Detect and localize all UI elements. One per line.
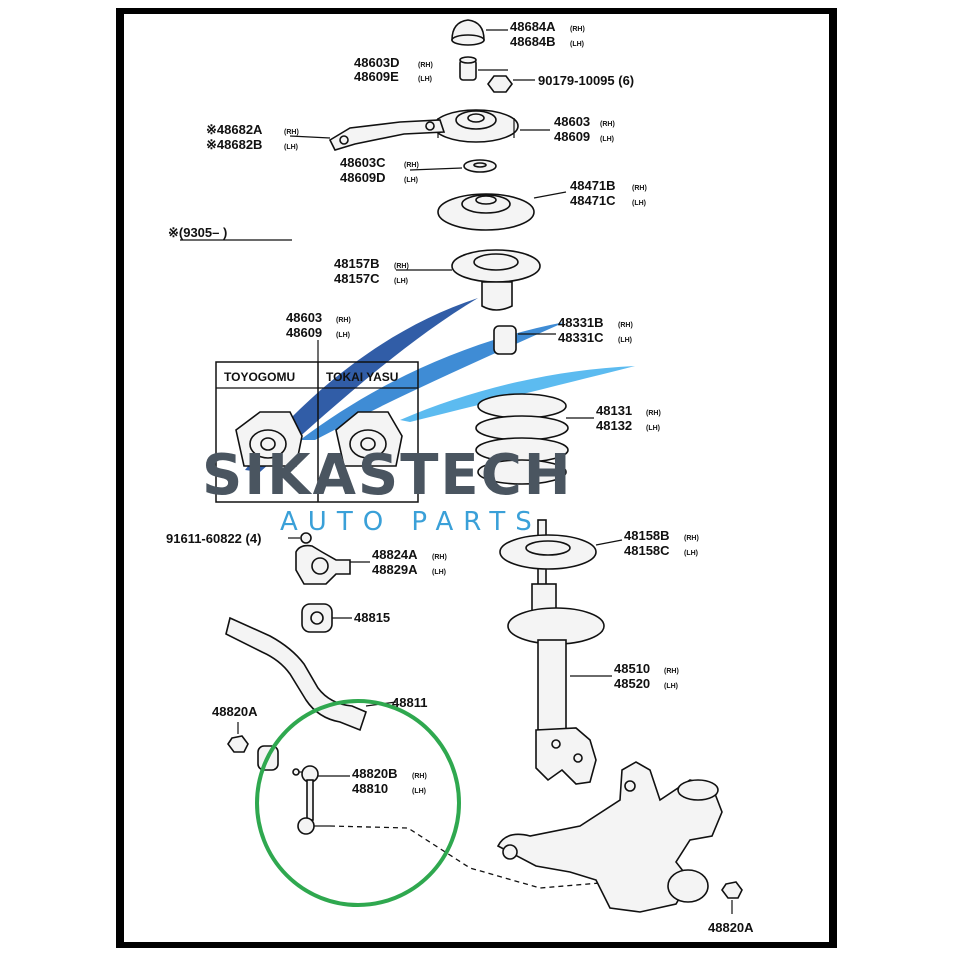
stabilizer-link-48820b: [292, 765, 330, 835]
label-48603-left-sfx: (RH): [336, 317, 351, 324]
steering-knuckle: [496, 761, 723, 913]
label-48520-sfx: (LH): [664, 683, 678, 690]
label-48157c-sfx: (LH): [394, 278, 408, 285]
label-48603-left: 48603: [286, 310, 322, 325]
label-48471b-sfx: (RH): [632, 185, 647, 192]
swoosh-dark: [245, 298, 478, 472]
label-91611: 91611-60822 (4): [166, 531, 261, 546]
label-48820b-sfx: (RH): [412, 773, 427, 780]
highlight-circle: [255, 699, 461, 907]
label-48471c-sfx: (LH): [632, 200, 646, 207]
label-48331c-sfx: (LH): [618, 337, 632, 344]
watermark-tagline: AUTO PARTS: [280, 507, 542, 537]
label-48131-sfx: (RH): [646, 410, 661, 417]
label-48603c-sfx: (RH): [404, 162, 419, 169]
upper-seat-48158: [499, 534, 597, 570]
label-48603d-sfx: (RH): [418, 62, 433, 69]
label-48520: 48520: [614, 676, 650, 691]
label-48609: 48609: [554, 129, 590, 144]
label-48603: 48603: [554, 114, 590, 129]
watermark-logo: SIKASTECH AUTO PARTS: [202, 443, 573, 537]
label-48157b-sfx: (RH): [394, 263, 409, 270]
label-toyogomu: TOYOGOMU: [224, 370, 295, 384]
mount-comparison-box: [215, 361, 419, 503]
washer-48603c: [463, 159, 497, 173]
upper-mount-48603: [433, 109, 519, 143]
watermark-brand: SIKASTECH: [202, 443, 573, 508]
label-48609e-sfx: (LH): [418, 76, 432, 83]
nut-48603d: [459, 56, 477, 81]
label-48815: 48815: [354, 610, 390, 625]
label-48603-sfx: (RH): [600, 121, 615, 128]
label-48810-sfx: (LH): [412, 788, 426, 795]
label-48682b: ※48682B: [206, 137, 262, 152]
nut-90179: [487, 75, 513, 93]
label-48131: 48131: [596, 403, 632, 418]
label-48684a-sfx: (RH): [570, 26, 585, 33]
label-48132: 48132: [596, 418, 632, 433]
label-48829a-sfx: (LH): [432, 569, 446, 576]
label-48609-sfx: (LH): [600, 136, 614, 143]
label-48682b-sfx: (LH): [284, 144, 298, 151]
label-48820b: 48820B: [352, 766, 398, 781]
label-48609d-sfx: (LH): [404, 177, 418, 184]
label-48820a-left: 48820A: [212, 704, 258, 719]
bolt-91611: [300, 532, 312, 544]
shock-absorber-48510: [507, 583, 605, 785]
label-48510-sfx: (RH): [664, 668, 679, 675]
label-48471c: 48471C: [570, 193, 616, 208]
label-48157b: 48157B: [334, 256, 380, 271]
label-48609-left: 48609: [286, 325, 322, 340]
label-48609e: 48609E: [354, 69, 399, 84]
label-48158c-sfx: (LH): [684, 550, 698, 557]
label-date-note: ※(9305– ): [168, 225, 227, 240]
label-48682a: ※48682A: [206, 122, 263, 137]
coil-spring-48131: [475, 393, 569, 485]
nut-48820a-right: [721, 881, 743, 899]
label-48331c: 48331C: [558, 330, 604, 345]
dust-cap-48684: [451, 19, 485, 46]
brace-48682: [328, 119, 446, 151]
label-48811: 48811: [392, 695, 427, 710]
bump-stop-48331: [493, 325, 517, 355]
part-labels: 48684A (RH) 48684B (LH) 48603D (RH) 4860…: [166, 19, 754, 935]
label-48682a-sfx: (RH): [284, 129, 299, 136]
label-48158b-sfx: (RH): [684, 535, 699, 542]
label-48829a: 48829A: [372, 562, 418, 577]
label-48158b: 48158B: [624, 528, 670, 543]
label-48158c: 48158C: [624, 543, 670, 558]
label-48609-left-sfx: (LH): [336, 332, 350, 339]
label-48132-sfx: (LH): [646, 425, 660, 432]
label-48824a-sfx: (RH): [432, 554, 447, 561]
label-48471b: 48471B: [570, 178, 616, 193]
nut-48820a-left: [227, 735, 249, 753]
label-48684b: 48684B: [510, 34, 556, 49]
spring-seat-48157: [451, 249, 541, 311]
label-48510: 48510: [614, 661, 650, 676]
label-48603d: 48603D: [354, 55, 400, 70]
label-48820a-right: 48820A: [708, 920, 754, 935]
label-48824a: 48824A: [372, 547, 418, 562]
label-48603c: 48603C: [340, 155, 386, 170]
label-48684a: 48684A: [510, 19, 556, 34]
bracket-48824: [295, 544, 351, 585]
bearing-48471: [437, 193, 535, 231]
label-90179: 90179-10095 (6): [538, 73, 634, 88]
label-48609d: 48609D: [340, 170, 386, 185]
bushing-48815: [301, 603, 333, 633]
label-48331b-sfx: (RH): [618, 322, 633, 329]
stabilizer-bar-48811: [225, 616, 367, 732]
label-48810: 48810: [352, 781, 388, 796]
label-tokai-yasu: TOKAI YASU: [326, 370, 398, 384]
label-48157c: 48157C: [334, 271, 380, 286]
label-48331b: 48331B: [558, 315, 604, 330]
label-48684b-sfx: (LH): [570, 41, 584, 48]
